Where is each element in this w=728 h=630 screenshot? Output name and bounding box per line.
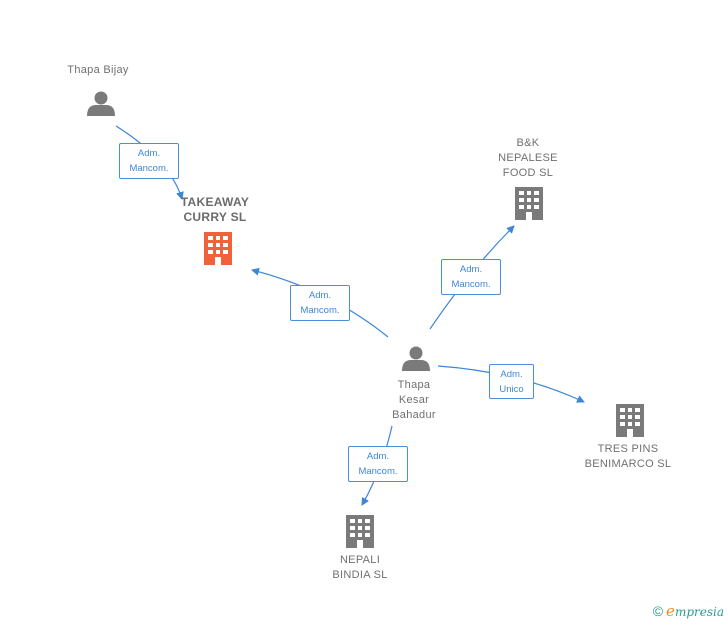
node-label-takeaway-curry[interactable]: TAKEAWAY CURRY SL [180, 195, 250, 224]
copyright-icon: © [652, 603, 664, 619]
node-label-nepali-bindia[interactable]: NEPALI BINDIA SL [332, 554, 388, 581]
building-icon[interactable] [616, 404, 644, 437]
brand-name: mpresia [674, 605, 724, 619]
edge-label-kesar-bk: Adm. Mancom. [441, 259, 501, 295]
node-label-bk-nepalese[interactable]: B&K NEPALESE FOOD SL [498, 137, 558, 179]
building-icon[interactable] [515, 187, 543, 220]
brand-logo-initial: e [666, 602, 675, 620]
person-icon[interactable] [87, 91, 115, 117]
edge-label-kesar-takeaway: Adm. Mancom. [290, 285, 350, 321]
footer-brand: ©empresia [653, 602, 724, 620]
edge-label-bijay-takeaway: Adm. Mancom. [119, 143, 179, 179]
person-icon[interactable] [402, 346, 430, 372]
building-icon[interactable] [346, 515, 374, 548]
node-label-thapa-bijay[interactable]: Thapa Bijay [67, 64, 129, 76]
edge-label-kesar-tres: Adm. Unico [489, 364, 534, 399]
node-label-thapa-kesar[interactable]: Thapa Kesar Bahadur [392, 379, 436, 421]
edge-label-kesar-nepali: Adm. Mancom. [348, 446, 408, 482]
building-icon[interactable] [204, 232, 232, 265]
node-label-tres-pins[interactable]: TRES PINS BENIMARCO SL [584, 443, 672, 470]
